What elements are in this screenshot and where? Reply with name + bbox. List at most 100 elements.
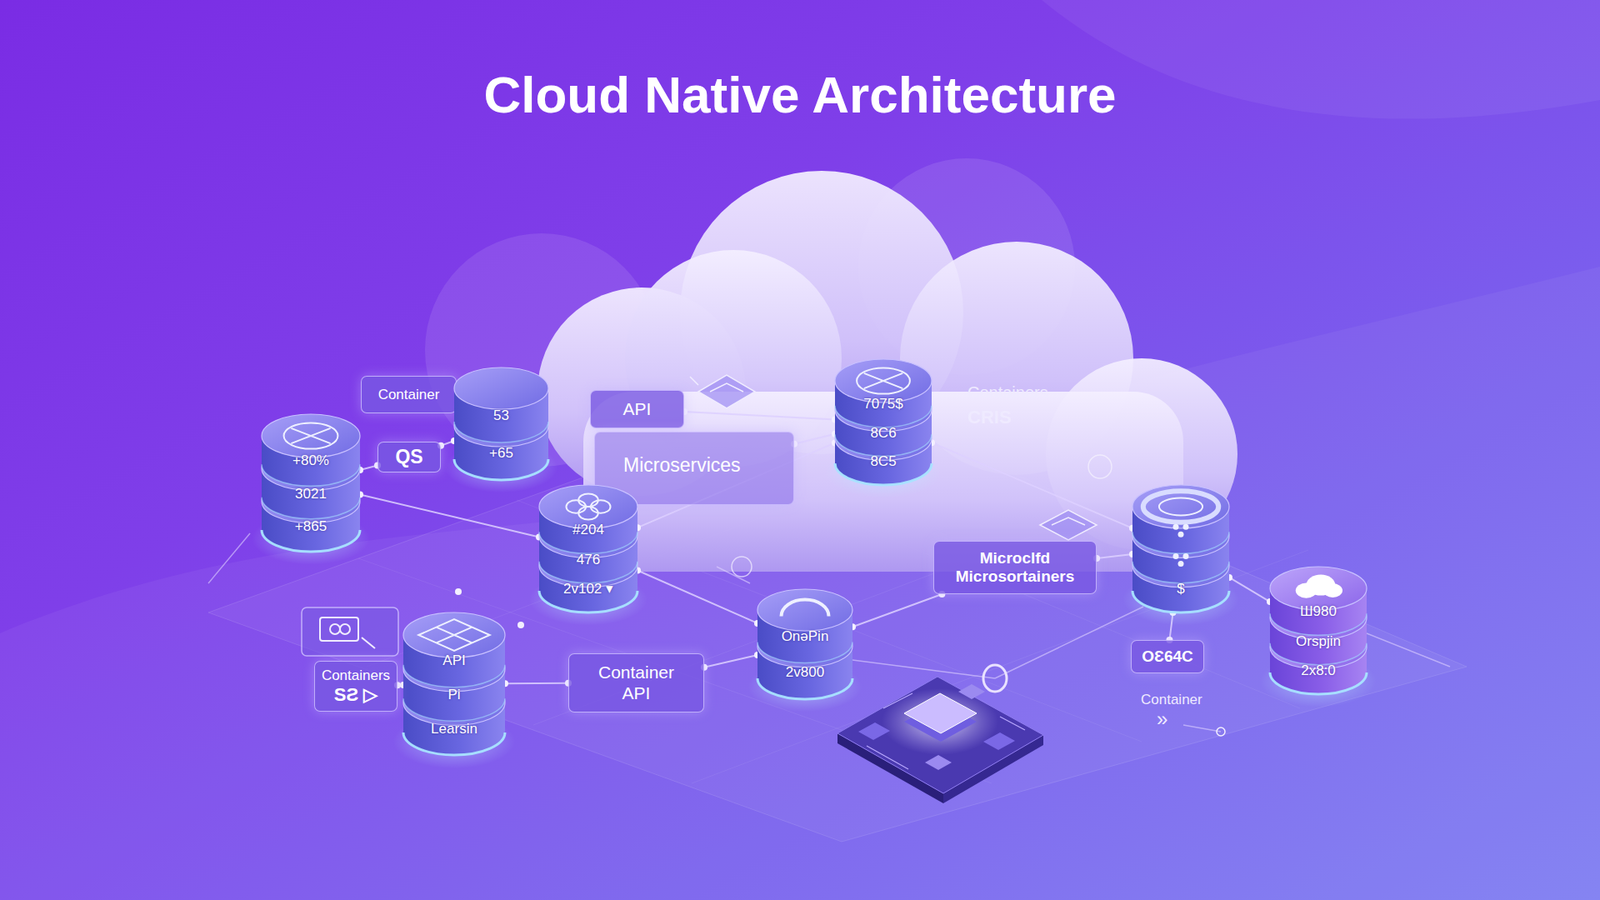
cloud-symbol xyxy=(1323,583,1343,598)
tier-symbol xyxy=(1173,553,1180,560)
connector-line xyxy=(1096,554,1133,559)
wire xyxy=(716,566,750,584)
grid-symbol xyxy=(418,619,490,651)
container-box: Container xyxy=(360,375,457,414)
connectors xyxy=(356,408,1274,689)
cylinder-rim xyxy=(757,678,853,700)
container-box: Container API xyxy=(568,653,705,713)
board-part xyxy=(958,684,985,700)
monitor-symbol xyxy=(330,624,340,635)
node-text: Pi xyxy=(403,686,505,704)
flower-symbol xyxy=(565,500,586,514)
network-symbol xyxy=(284,422,339,449)
connector-group xyxy=(849,590,945,630)
cylinder-rim xyxy=(454,459,549,480)
container-box: OƐ64C xyxy=(1130,640,1205,674)
connector-line xyxy=(637,570,758,623)
title: Cloud Native Architecture xyxy=(0,65,1600,125)
tier-symbol xyxy=(1183,524,1190,530)
node-text: QS xyxy=(395,445,423,468)
node-text: Container API xyxy=(586,662,687,703)
circuit-board xyxy=(837,665,1044,804)
wire xyxy=(852,660,995,679)
node-text: $ xyxy=(1132,580,1230,598)
ring-symbol xyxy=(1143,490,1219,522)
ring-symbol xyxy=(1159,498,1203,516)
cylinder-icon xyxy=(1295,575,1343,599)
connector-line xyxy=(704,655,758,668)
chip-glow xyxy=(881,688,999,755)
node-text: 2v102 ▾ xyxy=(539,580,638,598)
cylinder-rim xyxy=(1132,561,1230,584)
mini-chip xyxy=(690,375,755,409)
chip-symbol xyxy=(1051,517,1085,525)
icon-box xyxy=(301,607,399,656)
chip-symbol xyxy=(690,376,744,392)
platform-plane xyxy=(208,391,1467,842)
database-cylinder: +80%3021+865 xyxy=(261,414,360,552)
node-text: SƧ ▷ xyxy=(334,684,378,705)
database-cylinder: #2044762v102 ▾ xyxy=(539,485,638,613)
node-text: API xyxy=(403,652,505,670)
flower-symbol xyxy=(590,500,611,514)
database-cylinder: Ш980Orspjin2x8:0 xyxy=(1270,566,1367,695)
wire xyxy=(1366,633,1450,667)
monitor-symbol xyxy=(361,637,375,649)
junction-dot xyxy=(517,621,525,629)
wire xyxy=(1183,725,1221,732)
node-text: OnəPin xyxy=(757,628,853,645)
container-box: QS xyxy=(377,441,441,473)
connector-group xyxy=(928,439,1136,532)
platform-surface xyxy=(208,391,1467,842)
label-text: Containers xyxy=(967,383,1049,403)
node-text: Microclfd Microsortainers xyxy=(937,549,1093,586)
tier-symbol xyxy=(1183,553,1190,560)
junction-dot xyxy=(455,588,462,595)
cylinder-top xyxy=(403,612,505,658)
node-text: 3021 xyxy=(261,485,360,503)
node-text: +865 xyxy=(261,518,360,535)
network-symbol xyxy=(864,373,903,389)
tier-symbol xyxy=(1178,531,1185,538)
junction-ring xyxy=(1088,455,1112,479)
cylinder-top xyxy=(454,367,549,410)
connector-line xyxy=(505,682,569,685)
connector-line xyxy=(360,494,540,537)
database-cylinder: OnəPin 2v800 xyxy=(757,589,853,700)
background-wave xyxy=(1041,0,1600,120)
wire xyxy=(995,606,1144,679)
monitor-icon-box xyxy=(301,607,399,656)
cylinder-icon xyxy=(565,493,610,520)
tier-symbol xyxy=(1178,560,1185,567)
node-text: OƐ64C xyxy=(1141,647,1194,666)
board-top xyxy=(837,676,1044,794)
cylinder-icon xyxy=(781,600,830,617)
board-trace xyxy=(866,693,1025,770)
connector-group xyxy=(634,566,761,626)
connector-group xyxy=(1093,550,1136,562)
node-text: 476 xyxy=(539,551,638,569)
decor-wires xyxy=(208,533,1450,732)
cylinder-icon xyxy=(1143,490,1219,522)
cylinder-icon xyxy=(284,422,339,449)
cylinder-icon xyxy=(856,367,910,394)
node-text: Containers xyxy=(321,667,390,685)
label-text: CRIS xyxy=(967,406,1012,429)
label-text: Container xyxy=(1140,691,1203,709)
arc-symbol xyxy=(781,600,830,617)
node-text: 7075$ xyxy=(835,395,932,413)
board-part xyxy=(925,755,952,770)
monitor-symbol xyxy=(340,624,350,635)
connector-line xyxy=(684,411,835,420)
flower-symbol xyxy=(578,493,599,507)
node-text: 2v800 xyxy=(757,664,853,681)
connector-group xyxy=(356,490,543,540)
container-box: API xyxy=(590,390,685,429)
node-text: Ш980 xyxy=(1270,603,1367,620)
cylinder-shape xyxy=(757,589,853,700)
mini-chip xyxy=(1040,510,1097,540)
network-symbol xyxy=(856,367,910,394)
